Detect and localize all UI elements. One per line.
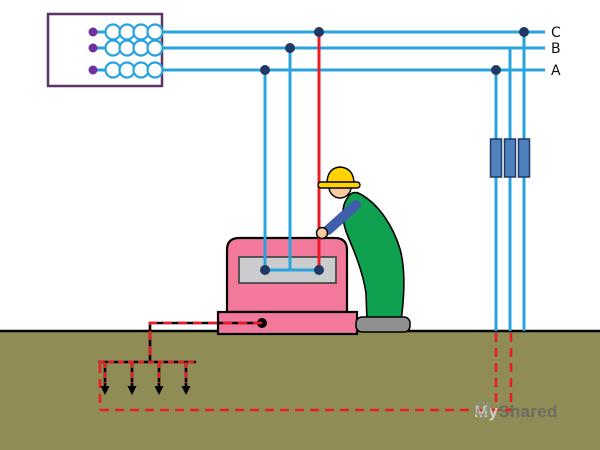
coil-turn <box>118 39 136 57</box>
ground-soil <box>0 331 600 450</box>
tap-dot-c <box>314 27 324 37</box>
tap-dot-a <box>260 65 270 75</box>
worker-boot <box>355 316 411 333</box>
fuse-a <box>489 138 503 178</box>
helmet-cap <box>326 166 355 185</box>
down-arrow-icon <box>154 386 164 395</box>
watermark-shared: Shared <box>498 402 558 421</box>
fuse-b <box>503 138 517 178</box>
terminal-dot <box>260 265 270 275</box>
fuse-c <box>517 138 531 178</box>
coil-turn <box>146 23 164 41</box>
coil-turn <box>146 39 164 57</box>
pe-dashed-overlay <box>148 321 262 362</box>
worker-hand <box>315 226 329 240</box>
helmet-brim <box>317 181 361 189</box>
phase-label-b: B <box>551 41 561 57</box>
supply-drops <box>489 32 531 331</box>
tap-dot-a-right <box>491 65 501 75</box>
down-arrow-icon <box>181 386 191 395</box>
transformer-windings <box>88 23 164 79</box>
coil-turn <box>132 23 150 41</box>
winding-terminal-dot <box>88 43 98 53</box>
down-arrow-icon <box>127 386 137 395</box>
phase-label-a: A <box>551 63 561 79</box>
coil-turn <box>104 23 122 41</box>
coil-turn <box>104 39 122 57</box>
worker-arm <box>323 200 361 235</box>
machine-feeders <box>260 32 324 275</box>
coil-turn <box>132 39 150 57</box>
machine <box>225 236 349 314</box>
phase-label-c: C <box>551 25 561 41</box>
winding-terminal-dot <box>88 65 98 75</box>
coil-turn <box>146 61 164 79</box>
worker <box>315 166 411 333</box>
fault-current-path <box>98 333 513 412</box>
tap-dot-b <box>285 43 295 53</box>
terminal-dot <box>314 265 324 275</box>
coil-turn <box>132 61 150 79</box>
coil-turn <box>104 61 122 79</box>
earthing-system <box>98 318 267 395</box>
line-taps <box>260 27 529 75</box>
coil-turn <box>118 23 136 41</box>
worker-body <box>342 191 405 322</box>
down-arrow-icon <box>100 386 110 395</box>
winding-terminal-dot <box>88 27 98 37</box>
coil-turn <box>118 61 136 79</box>
phase-labels: C B A <box>551 25 561 79</box>
tap-dot-c-right <box>519 27 529 37</box>
myshared-logo-icon <box>474 402 491 419</box>
